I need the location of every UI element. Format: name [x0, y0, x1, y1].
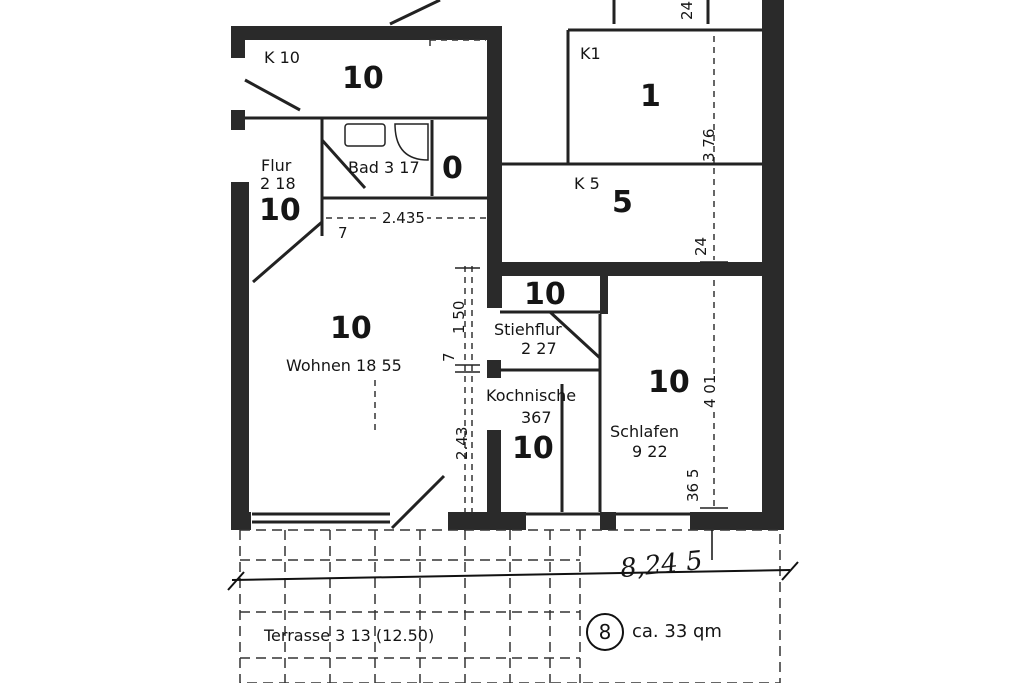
room-name-schlafen: Schlafen: [610, 422, 679, 441]
wall: [600, 276, 608, 314]
room-name-bad: Bad 3 17: [348, 158, 420, 177]
dim-k1-376: 3 76: [700, 128, 718, 162]
room-number-stiehflur: 10: [524, 277, 566, 312]
wall: [231, 26, 501, 40]
room-number-schlafen: 10: [648, 365, 690, 400]
dim-243: 2.43: [453, 426, 471, 460]
dim-150: 1 50: [450, 300, 468, 334]
room-number-k1: 1: [640, 79, 661, 114]
bathroom-fixtures: [344, 123, 429, 161]
room-name-wohnen: Wohnen 18 55: [286, 356, 402, 375]
dim-k5-24: 24: [692, 236, 710, 256]
bathtub: [344, 123, 386, 147]
walls: [231, 0, 784, 530]
room-code-k10: K 10: [264, 48, 300, 67]
room-area-flur: 2 18: [260, 174, 296, 193]
overall-dimension-line: [231, 569, 791, 581]
wall: [487, 360, 501, 378]
room-number-bad: 0: [442, 151, 463, 186]
wall: [500, 262, 762, 276]
room-code-k1: K1: [580, 44, 601, 63]
wall: [487, 430, 501, 522]
terrace-outline: [239, 529, 781, 683]
door-swing: [548, 310, 602, 360]
dim-401: 4 01: [701, 374, 719, 408]
room-number-wohnen: 10: [330, 311, 372, 346]
unit-number: 8: [598, 620, 612, 644]
door-swing: [390, 474, 446, 530]
unit-area: ca. 33 qm: [632, 621, 722, 642]
room-name-flur: Flur: [261, 156, 292, 175]
door-swing: [320, 138, 367, 190]
room-number-kochnische: 10: [512, 431, 554, 466]
room-name-terrasse: Terrasse 3 13 (12.50): [264, 626, 435, 645]
wall: [231, 110, 245, 130]
room-name-stiehflur: Stiehflur: [494, 320, 562, 339]
dim-7a: 7: [338, 224, 348, 242]
unit-number-circle: 8: [586, 613, 624, 651]
wall: [487, 26, 502, 308]
wall: [690, 512, 780, 530]
door-swing: [244, 78, 301, 112]
wall: [762, 0, 784, 530]
room-number-k10: 10: [342, 61, 384, 96]
wall: [231, 512, 251, 530]
thin-walls: [244, 0, 762, 530]
terrace: [227, 529, 799, 683]
door-swing: [389, 0, 441, 26]
dim-top-24: 24: [678, 0, 696, 20]
wall: [600, 512, 616, 530]
dim-7b: 7: [440, 352, 458, 362]
room-name-kochnische: Kochnische: [486, 386, 577, 405]
room-number-k5: 5: [612, 185, 633, 220]
dim-end-tick: [227, 571, 245, 591]
room-code-k5: K 5: [574, 174, 600, 193]
dim-end-tick: [781, 561, 799, 581]
dim-2435: 2.435: [380, 209, 427, 227]
room-area-schlafen: 9 22: [632, 442, 668, 461]
room-number-flur: 10: [259, 193, 301, 228]
dim-ticks: [455, 261, 728, 509]
door-swing: [252, 220, 323, 284]
room-area-kochnische: 367: [521, 408, 552, 427]
wall: [231, 26, 245, 58]
dim-365: 36 5: [684, 468, 702, 502]
room-area-stiehflur: 2 27: [521, 339, 557, 358]
wall: [231, 182, 249, 530]
shower: [394, 123, 429, 161]
